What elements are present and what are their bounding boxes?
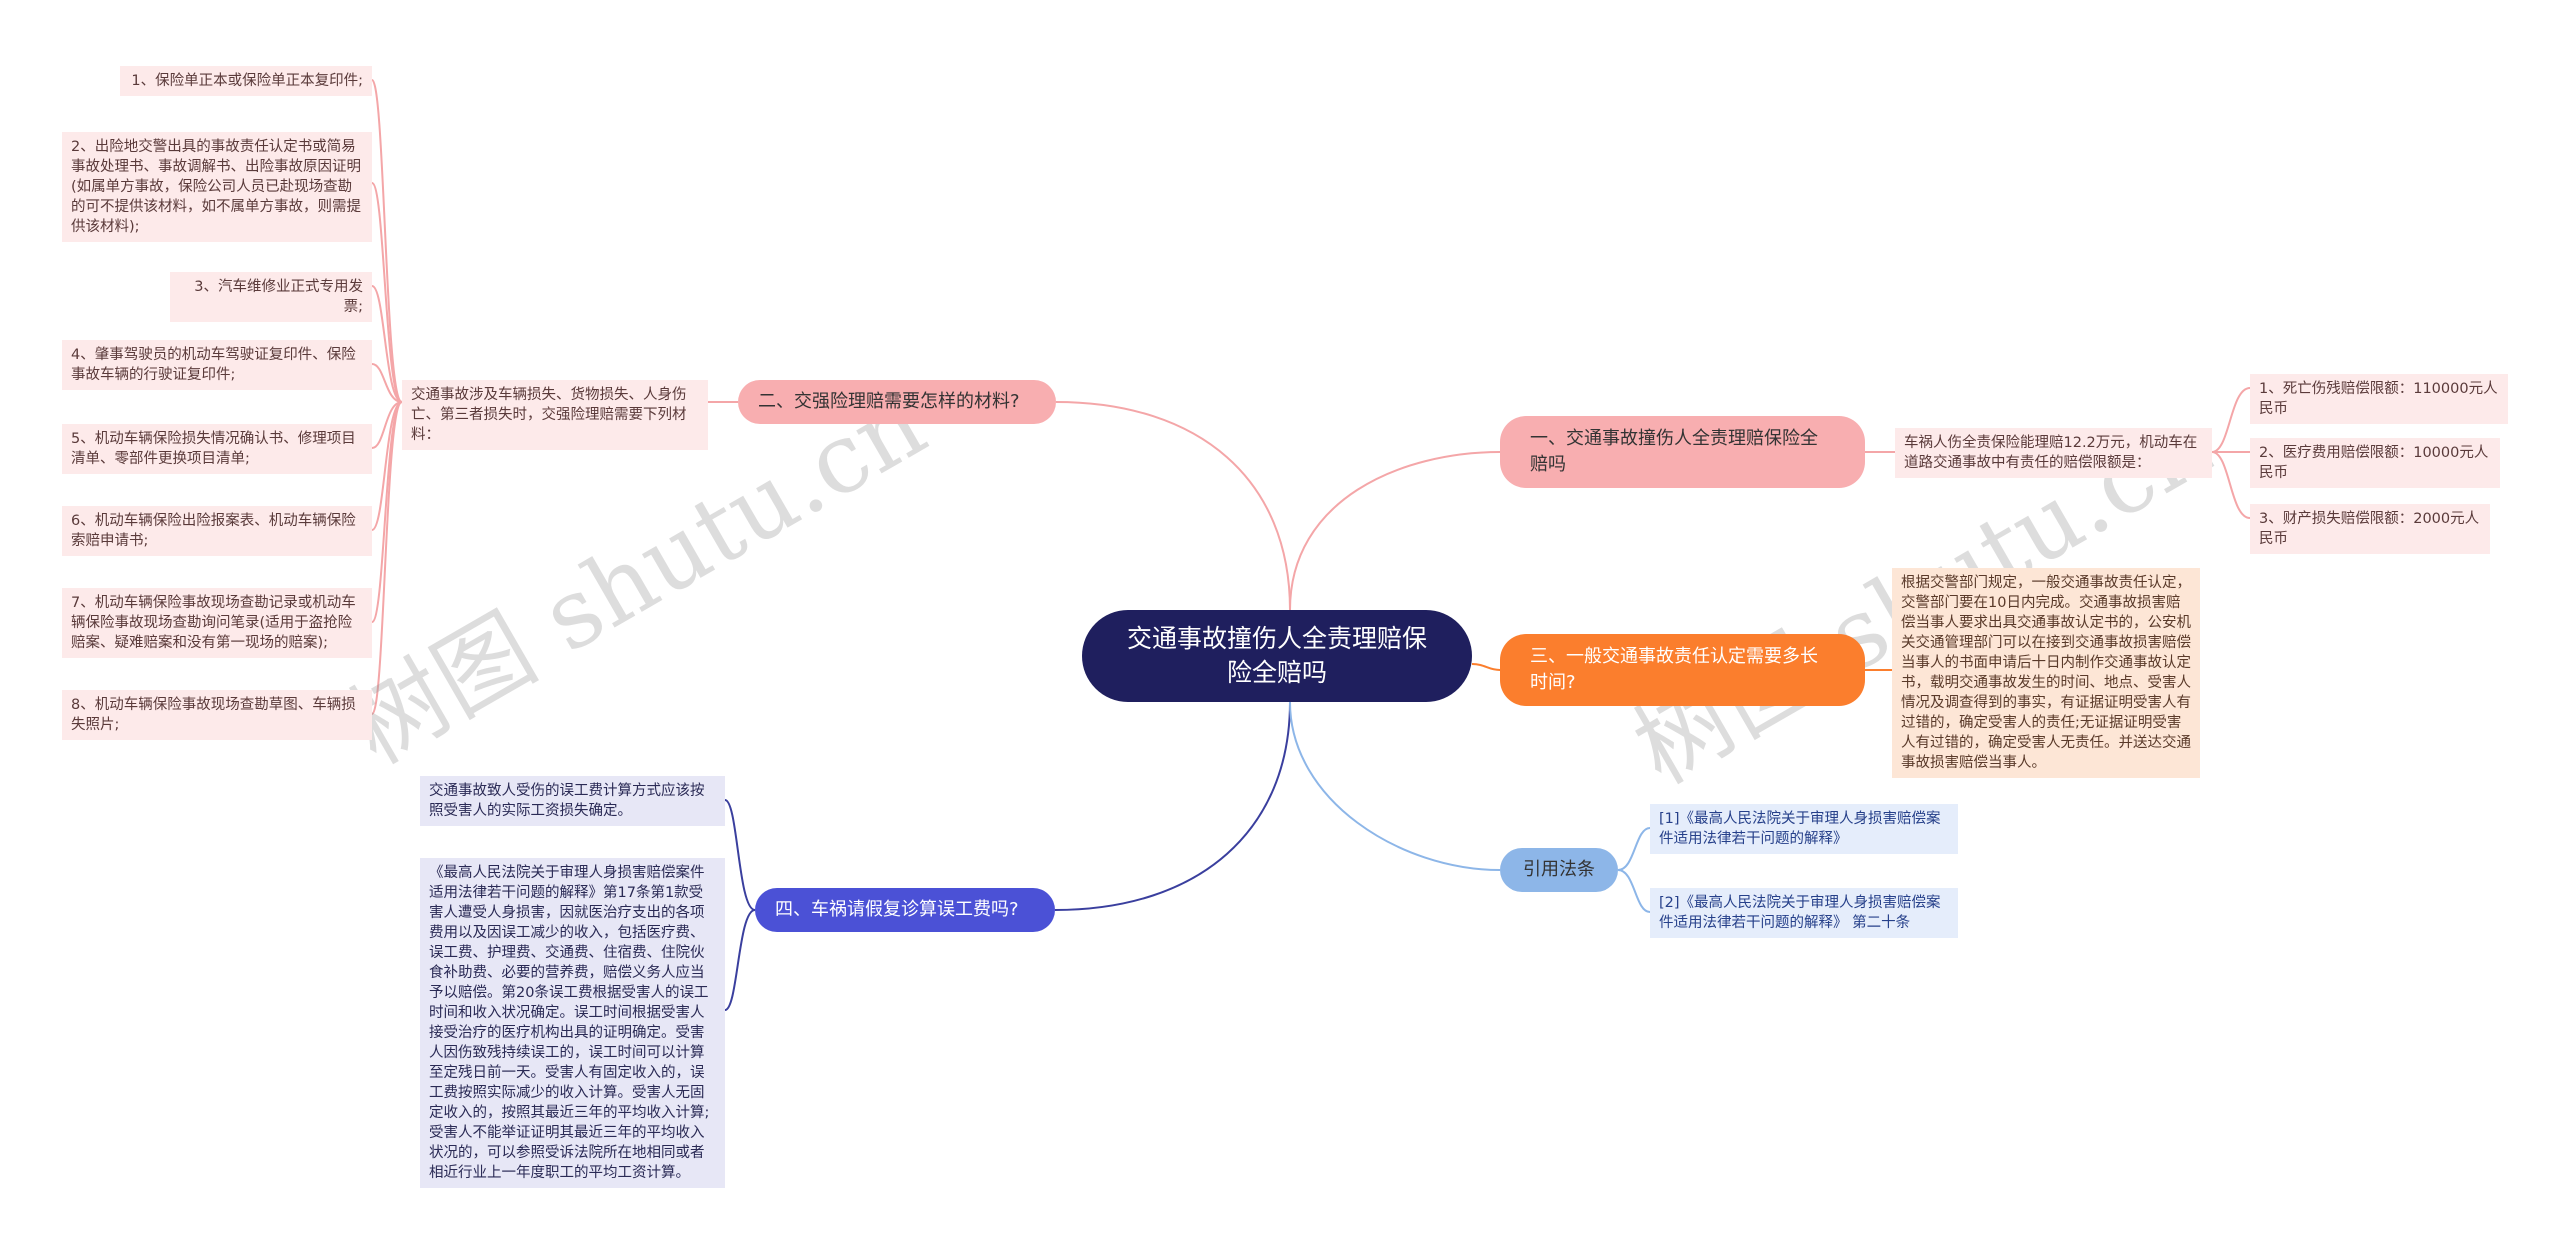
branch-compulsory-insurance-materials[interactable]: 二、交强险理赔需要怎样的材料? <box>738 380 1056 424</box>
branch-full-liability-claim[interactable]: 一、交通事故撞伤人全责理赔保险全赔吗 <box>1500 416 1865 488</box>
branch-cited-laws[interactable]: 引用法条 <box>1500 848 1618 892</box>
b1-item-medical[interactable]: 2、医疗费用赔偿限额：10000元人民币 <box>2250 438 2500 488</box>
b4-item-wage-calculation[interactable]: 交通事故致人受伤的误工费计算方式应该按照受害人的实际工资损失确定。 <box>420 776 725 826</box>
b2-description[interactable]: 交通事故涉及车辆损失、货物损失、人身伤亡、第三者损失时，交强险理赔需要下列材料： <box>402 380 708 450</box>
b2-item-2[interactable]: 2、出险地交警出具的事故责任认定书或简易事故处理书、事故调解书、出险事故原因证明… <box>62 132 372 242</box>
root-topic[interactable]: 交通事故撞伤人全责理赔保险全赔吗 <box>1082 610 1472 702</box>
b3-description[interactable]: 根据交警部门规定，一般交通事故责任认定，交警部门要在10日内完成。交通事故损害赔… <box>1892 568 2200 778</box>
link-root-b1 <box>1289 451 1501 611</box>
b5-citation-2[interactable]: [2]《最高人民法院关于审理人身损害赔偿案件适用法律若干问题的解释》 第二十条 <box>1650 888 1958 938</box>
branch-liability-determination-time[interactable]: 三、一般交通事故责任认定需要多长时间? <box>1500 634 1865 706</box>
b5-citation-1[interactable]: [1]《最高人民法院关于审理人身损害赔偿案件适用法律若干问题的解释》 <box>1650 804 1958 854</box>
b2-item-7[interactable]: 7、机动车辆保险事故现场查勘记录或机动车辆保险事故现场查勘询问笔录(适用于盗抢险… <box>62 588 372 658</box>
b4-item-judicial-interpretation[interactable]: 《最高人民法院关于审理人身损害赔偿案件适用法律若干问题的解释》第17条第1款受害… <box>420 858 725 1188</box>
link-root-b4 <box>1054 701 1291 911</box>
b2-item-4[interactable]: 4、肇事驾驶员的机动车驾驶证复印件、保险事故车辆的行驶证复印件; <box>62 340 372 390</box>
branch-lost-wages[interactable]: 四、车祸请假复诊算误工费吗? <box>755 888 1055 932</box>
b2-item-6[interactable]: 6、机动车辆保险出险报案表、机动车辆保险索赔申请书; <box>62 506 372 556</box>
b1-item-death-disability[interactable]: 1、死亡伤残赔偿限额：110000元人民币 <box>2250 374 2508 424</box>
b2-item-5[interactable]: 5、机动车辆保险损失情况确认书、修理项目清单、零部件更换项目清单; <box>62 424 372 474</box>
b2-item-3[interactable]: 3、汽车维修业正式专用发票; <box>170 272 372 322</box>
link-root-b2 <box>1055 401 1291 611</box>
b2-item-8[interactable]: 8、机动车辆保险事故现场查勘草图、车辆损失照片; <box>62 690 372 740</box>
b1-item-property[interactable]: 3、财产损失赔偿限额：2000元人民币 <box>2250 504 2490 554</box>
link-root-b3 <box>1471 663 1501 671</box>
b1-description[interactable]: 车祸人伤全责保险能理赔12.2万元，机动车在道路交通事故中有责任的赔偿限额是： <box>1895 428 2212 478</box>
link-root-b5 <box>1289 701 1501 871</box>
b2-item-1[interactable]: 1、保险单正本或保险单正本复印件; <box>120 66 372 96</box>
